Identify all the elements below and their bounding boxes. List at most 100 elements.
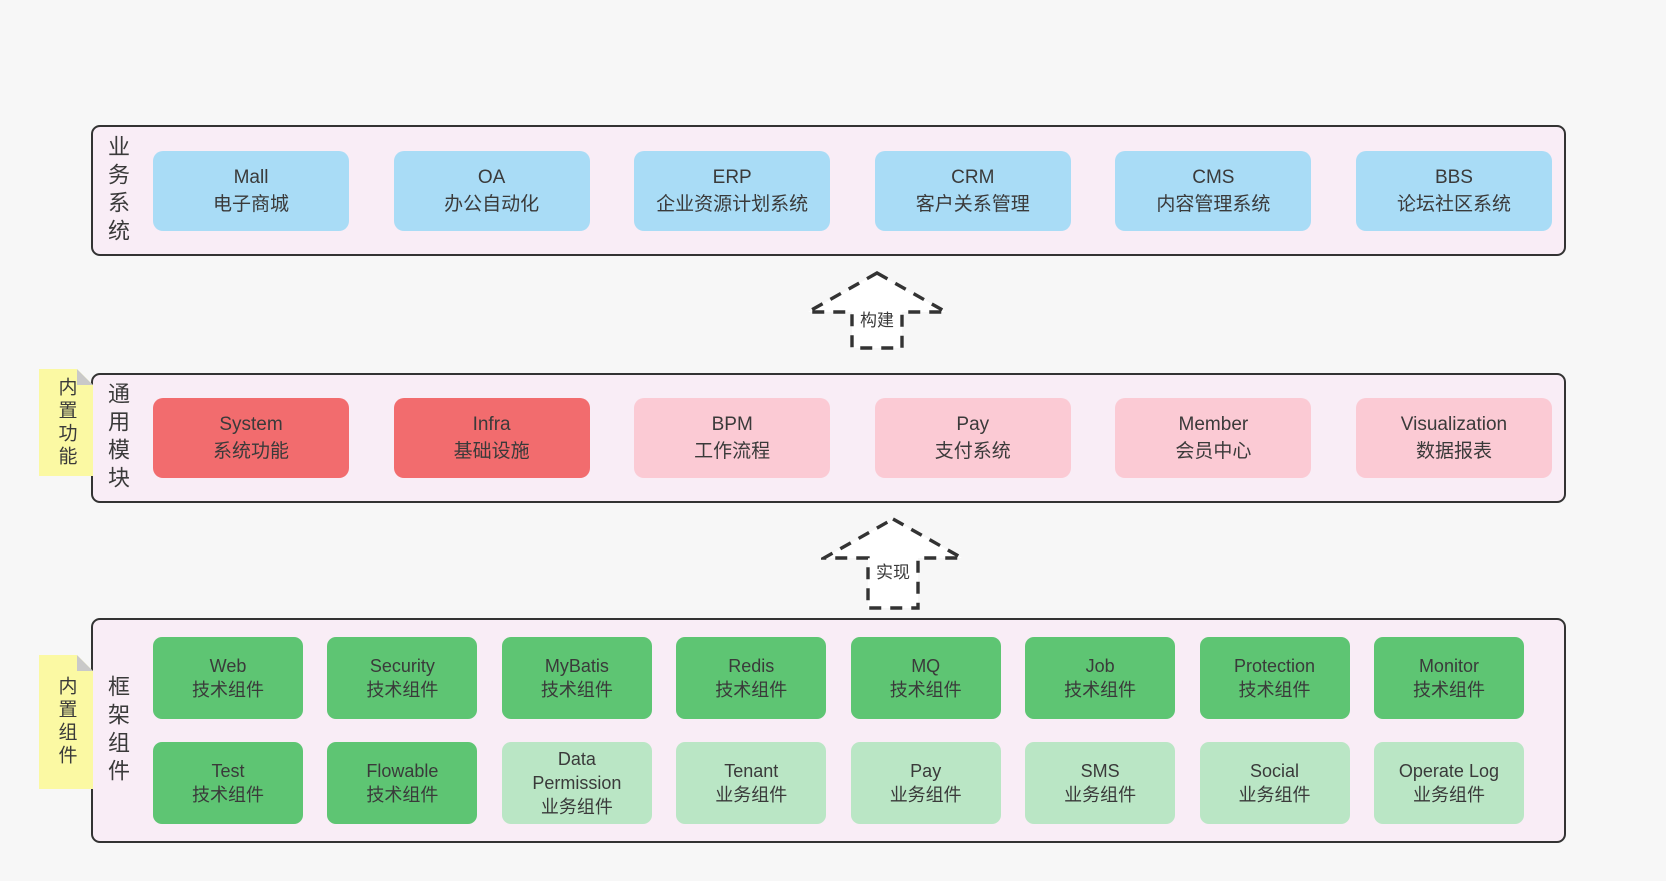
box-subtitle: 技术组件 (1238, 680, 1311, 700)
box-social: Social 业务组件 (1199, 742, 1350, 824)
box-data-permission: Data Permission 业务组件 (501, 742, 652, 824)
box-redis: Redis 技术组件 (676, 637, 827, 719)
box-mall: Mall 电子商城 (153, 150, 349, 231)
box-title: Pay (910, 761, 942, 781)
box-subtitle: 内容管理系统 (1156, 193, 1271, 215)
box-crm: CRM 客户关系管理 (874, 150, 1071, 231)
box-subtitle: 技术组件 (366, 680, 439, 700)
box-title: SMS (1080, 761, 1120, 781)
box-job: Job 技术组件 (1025, 637, 1176, 719)
box-pay-component: Pay 业务组件 (850, 742, 1001, 824)
box-title: Security (369, 656, 435, 676)
box-subtitle: 业务组件 (715, 785, 788, 805)
box-title: Flowable (366, 761, 439, 781)
box-title: Member (1178, 414, 1249, 435)
box-web: Web 技术组件 (153, 637, 303, 719)
components-rows: Web 技术组件 Security 技术组件 MyBatis 技术组件 Redi… (141, 620, 1564, 841)
box-monitor: Monitor 技术组件 (1373, 637, 1524, 719)
box-erp: ERP 企业资源计划系统 (634, 150, 831, 231)
box-title: Infra (472, 414, 511, 435)
box-subtitle: 支付系统 (934, 441, 1011, 462)
folded-corner-icon (77, 369, 93, 385)
box-mq: MQ 技术组件 (850, 637, 1001, 719)
box-subtitle: 数据报表 (1415, 441, 1492, 462)
box-title: Test (211, 761, 245, 781)
box-operate-log: Operate Log 业务组件 (1373, 742, 1524, 824)
band-label-text: 业务系统 (105, 134, 130, 247)
box-title: Monitor (1418, 656, 1479, 676)
box-title: MQ (911, 656, 941, 676)
box-title: Protection (1234, 656, 1316, 676)
box-bpm: BPM 工作流程 (634, 398, 831, 478)
box-subtitle: 技术组件 (715, 680, 788, 700)
band-common-modules: 通用模块 System 系统功能 Infra 基础设施 BPM 工作流程 Pay… (91, 373, 1566, 503)
box-subtitle: 业务组件 (1238, 785, 1311, 805)
band-label-business: 业务系统 (93, 127, 141, 254)
box-title: OA (477, 166, 506, 188)
arrow-build: 构建 (805, 270, 949, 350)
box-visualization: Visualization 数据报表 (1355, 398, 1552, 478)
box-pay-module: Pay 支付系统 (874, 398, 1071, 478)
components-row-1: Web 技术组件 Security 技术组件 MyBatis 技术组件 Redi… (153, 637, 1524, 719)
box-title: Redis (728, 656, 775, 676)
box-tenant: Tenant 业务组件 (676, 742, 827, 824)
box-title: Visualization (1400, 414, 1508, 435)
box-title: BBS (1434, 166, 1473, 188)
box-subtitle: 系统功能 (212, 441, 289, 462)
box-flowable: Flowable 技术组件 (327, 742, 478, 824)
box-title: Web (209, 656, 247, 676)
modules-box-row: System 系统功能 Infra 基础设施 BPM 工作流程 Pay 支付系统… (141, 375, 1564, 501)
box-subtitle: 业务组件 (1412, 785, 1485, 805)
sticky-note-built-in-components: 内置组件 (39, 655, 93, 789)
box-system: System 系统功能 (153, 398, 349, 478)
box-member: Member 会员中心 (1115, 398, 1312, 478)
box-subtitle: 技术组件 (366, 785, 439, 805)
components-row-2: Test 技术组件 Flowable 技术组件 Data Permission … (153, 742, 1524, 824)
box-bbs: BBS 论坛社区系统 (1355, 150, 1552, 231)
box-subtitle: 业务组件 (540, 797, 613, 817)
band-label-text: 通用模块 (105, 382, 130, 494)
box-title: Mall (233, 166, 269, 188)
box-title: Tenant (724, 761, 779, 781)
box-title: MyBatis (544, 656, 609, 676)
box-oa: OA 办公自动化 (393, 150, 590, 231)
box-sms: SMS 业务组件 (1025, 742, 1176, 824)
box-subtitle: 技术组件 (540, 680, 613, 700)
box-subtitle: 企业资源计划系统 (656, 193, 809, 215)
box-test: Test 技术组件 (153, 742, 303, 824)
band-framework-components: 框架组件 Web 技术组件 Security 技术组件 MyBatis 技术组件… (91, 618, 1566, 843)
sticky-note-built-in-features: 内置功能 (39, 369, 93, 476)
box-subtitle: 工作流程 (694, 441, 771, 462)
box-subtitle: 业务组件 (889, 785, 962, 805)
band-label-text: 框架组件 (105, 674, 130, 787)
box-subtitle: 技术组件 (1412, 680, 1485, 700)
box-title: Data Permission (532, 749, 622, 793)
band-business-systems: 业务系统 Mall 电子商城 OA 办公自动化 ERP 企业资源计划系统 CRM… (91, 125, 1566, 256)
box-infra: Infra 基础设施 (393, 398, 590, 478)
box-title: CRM (951, 166, 995, 188)
box-subtitle: 会员中心 (1175, 441, 1252, 462)
box-subtitle: 技术组件 (1064, 680, 1137, 700)
box-protection: Protection 技术组件 (1199, 637, 1350, 719)
box-mybatis: MyBatis 技术组件 (501, 637, 652, 719)
box-title: Operate Log (1398, 761, 1499, 781)
box-title: BPM (711, 414, 753, 435)
band-label-components: 框架组件 (93, 620, 141, 841)
sticky-text: 内置功能 (55, 376, 77, 469)
business-box-row: Mall 电子商城 OA 办公自动化 ERP 企业资源计划系统 CRM 客户关系… (141, 127, 1564, 254)
box-subtitle: 技术组件 (192, 785, 264, 805)
box-subtitle: 电子商城 (212, 193, 289, 215)
box-subtitle: 客户关系管理 (915, 193, 1030, 215)
box-title: Job (1085, 656, 1115, 676)
box-cms: CMS 内容管理系统 (1115, 150, 1312, 231)
box-security: Security 技术组件 (327, 637, 478, 719)
box-title: System (219, 414, 283, 435)
box-title: CMS (1192, 166, 1235, 188)
arrow-implement-label: 实现 (873, 558, 913, 583)
box-subtitle: 论坛社区系统 (1396, 193, 1511, 215)
box-subtitle: 基础设施 (453, 441, 530, 462)
box-title: Pay (956, 414, 990, 435)
band-label-modules: 通用模块 (93, 375, 141, 501)
box-subtitle: 办公自动化 (444, 193, 540, 215)
sticky-text: 内置组件 (55, 676, 77, 768)
